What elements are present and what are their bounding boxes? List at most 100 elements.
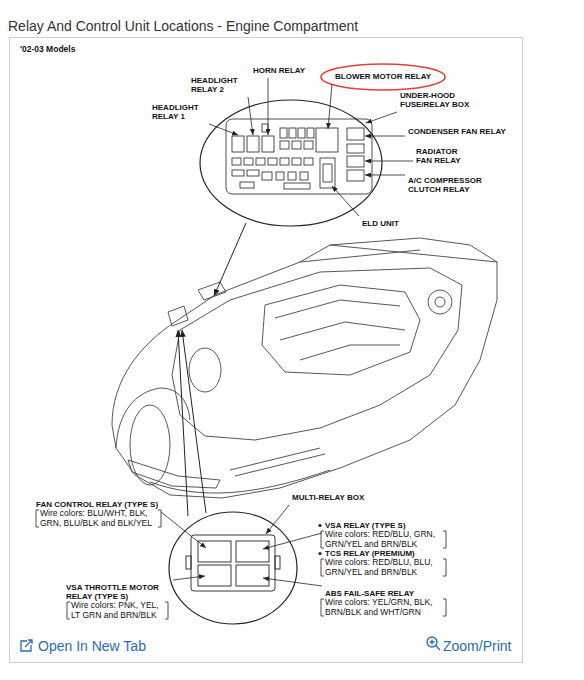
footer-link: Zoom/Print — [443, 638, 511, 655]
windshield-line — [300, 245, 497, 262]
relay — [347, 156, 364, 167]
relay — [262, 136, 274, 152]
leader-line — [365, 175, 405, 176]
relay — [347, 144, 364, 153]
eld-unit — [320, 158, 335, 188]
relay — [198, 565, 231, 586]
part-label: VSA RELAY (TYPE S) — [325, 521, 406, 530]
relay — [316, 128, 338, 152]
leader-line — [332, 186, 359, 216]
fuse — [247, 170, 259, 176]
wire-colors-note: Wire colors: RED/BLU, BLU, GRN/YEL and B… — [325, 558, 443, 577]
leader-line — [365, 136, 405, 137]
bracket — [443, 531, 446, 548]
bullet — [318, 552, 321, 555]
fuse — [268, 158, 277, 165]
eld-detail — [323, 164, 332, 182]
relay-box-in-car — [168, 306, 188, 326]
part-label: HORN RELAY — [253, 66, 305, 75]
fender-arch — [116, 388, 190, 448]
bullet — [318, 524, 321, 527]
wire-colors-note: Wire colors: YEL/GRN, BLK, BRN/BLK and W… — [325, 598, 443, 617]
detail-ellipse — [169, 512, 297, 624]
part-label: ABS FAIL-SAFE RELAY — [325, 589, 414, 598]
bracket — [443, 599, 446, 616]
relay — [347, 128, 364, 140]
engine-detail — [275, 300, 405, 360]
panel-border — [10, 38, 523, 663]
bracket — [158, 510, 161, 527]
part-label: HEADLIGHT RELAY 2 — [191, 76, 245, 94]
red-highlight — [321, 64, 445, 90]
relay — [347, 170, 364, 181]
wire-colors-note: Wire colors: RED/BLU, GRN, GRN/YEL and B… — [325, 530, 443, 549]
box-outline — [191, 535, 275, 591]
leader-line — [173, 576, 205, 580]
fuse — [240, 182, 254, 188]
model-note: '02-03 Models — [20, 45, 75, 55]
location-pointer — [182, 330, 206, 513]
bracket — [165, 602, 168, 619]
wire-colors-note: Wire colors: PNK, YEL, LT GRN and BRN/BL… — [71, 601, 165, 620]
part-label: UNDER-HOOD FUSE/RELAY BOX — [400, 91, 480, 109]
part-label: HEADLIGHT RELAY 1 — [152, 103, 206, 121]
relay — [198, 541, 231, 562]
part-label: FAN CONTROL RELAY (TYPE S) — [36, 500, 158, 509]
fuse — [292, 158, 301, 165]
part-label: MULTI-RELAY BOX — [292, 493, 364, 502]
fuse — [262, 172, 272, 180]
fuse — [298, 128, 305, 138]
leader-line — [248, 97, 253, 135]
part-label: VSA THROTTLE MOTOR RELAY (TYPE S) — [66, 583, 170, 601]
relay — [232, 136, 244, 152]
bracket — [321, 599, 324, 616]
relay — [247, 136, 259, 152]
strut-tower — [428, 290, 452, 314]
relay — [236, 541, 269, 562]
battery — [189, 348, 221, 392]
footer-link: Open In New Tab — [38, 638, 146, 655]
fuse — [300, 172, 308, 180]
fuse — [292, 141, 301, 149]
engine-cover — [262, 285, 420, 375]
fuse — [276, 172, 284, 180]
fuse — [244, 158, 253, 165]
mount-tab — [186, 556, 191, 569]
leader-line — [366, 112, 397, 123]
leader-line — [209, 124, 238, 135]
fuse-relay-box — [226, 119, 372, 194]
leader-line — [263, 533, 322, 549]
leader-line — [266, 505, 289, 534]
part-label: TCS RELAY (PREMIUM) — [325, 549, 415, 558]
headlight — [128, 460, 220, 488]
fuse — [256, 158, 265, 165]
part-label: CONDENSER FAN RELAY — [408, 127, 506, 136]
leader-line — [328, 84, 332, 129]
wire-colors-note: Wire colors: BLU/WHT, BLK, GRN, BLU/BLK … — [40, 509, 158, 528]
icon-arrow — [25, 640, 32, 647]
fuse — [262, 124, 268, 132]
icon-frame — [21, 641, 31, 651]
bumper-grille — [150, 448, 330, 493]
fuse — [280, 141, 289, 149]
fuse — [304, 141, 313, 149]
page-title: Relay And Control Unit Locations - Engin… — [8, 18, 358, 34]
part-label: BLOWER MOTOR RELAY — [335, 72, 431, 81]
fuse — [304, 158, 313, 165]
icon-handle — [430, 640, 441, 651]
fuse — [280, 128, 287, 138]
fuse — [307, 128, 314, 138]
bracket — [67, 602, 70, 619]
fuse — [232, 170, 244, 176]
part-label: A/C COMPRESSOR CLUTCH RELAY — [408, 176, 494, 194]
leader-line — [365, 161, 413, 162]
relay — [236, 565, 269, 586]
bracket — [321, 531, 324, 548]
car-body — [112, 238, 497, 498]
leader-line — [263, 578, 322, 586]
fuse-box-in-car — [198, 282, 226, 300]
